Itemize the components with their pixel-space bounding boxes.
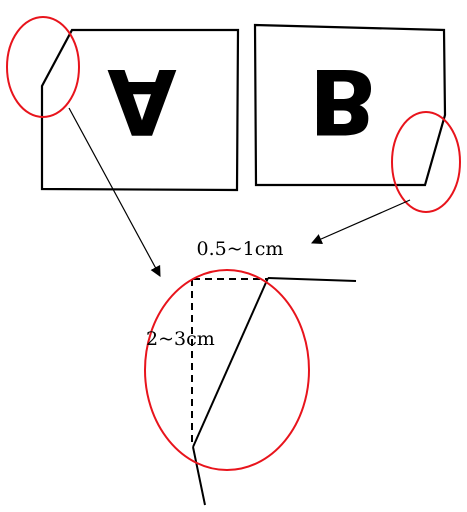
highlight-circle-card-b-corner [391,111,461,213]
card-a: A [40,28,240,192]
highlight-circle-card-a-corner [6,16,80,118]
detail-left-edge [192,446,206,506]
card-b-letter: B [309,48,378,153]
label-height-range: 2~3cm [146,328,215,350]
card-b: B [253,23,447,187]
card-b-outline [253,23,447,187]
detail-diagonal-cut [192,277,269,448]
highlight-circle-detail [144,269,310,471]
card-a-letter: A [107,48,177,153]
label-width-range: 0.5~1cm [197,238,284,260]
corner-detail [191,277,357,506]
detail-top-edge [267,277,357,282]
card-a-outline [40,28,240,192]
callout-arrow-from-card-b [311,199,411,245]
callout-arrow-from-card-a [68,107,161,277]
